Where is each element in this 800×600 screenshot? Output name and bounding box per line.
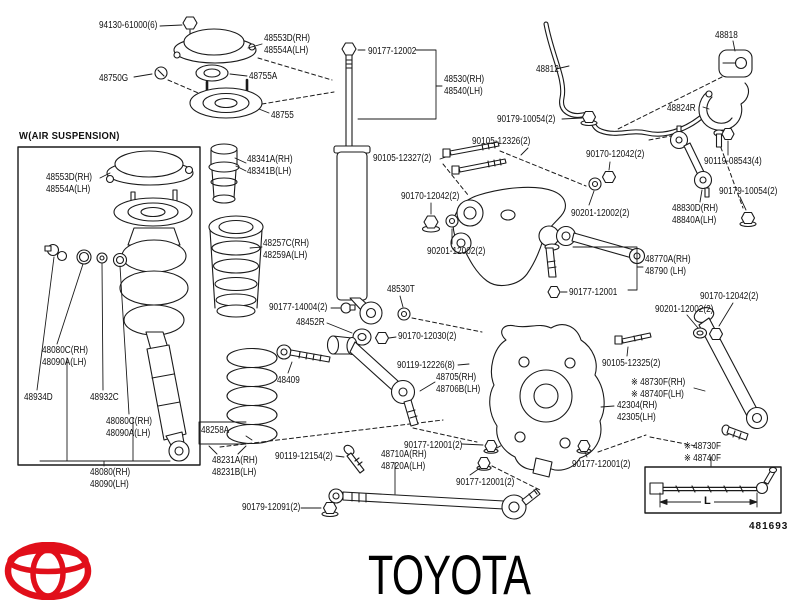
rear-arm-washer-nut-art	[692, 327, 724, 341]
part-label-48770a: 48770A(RH) 48790 (LH)	[645, 254, 691, 277]
arm-washers-nuts-art	[421, 170, 617, 299]
part-label-48818: 48818	[715, 30, 738, 41]
part-label-48080: 48080(RH) 48090(LH)	[90, 467, 131, 490]
part-label-48932c: 48932C	[90, 392, 119, 403]
part-label-48452r: 48452R	[296, 317, 325, 328]
part-label-90177-12001-2b: 90177-12001(2)	[456, 477, 515, 488]
part-label-90201-12002-a: 90201-12002(2)	[571, 208, 630, 219]
arm-bolts-art	[442, 141, 507, 175]
part-label-48530t: 48530T	[387, 284, 415, 295]
part-label-90201-12002-c: 90201-12002(2)	[655, 304, 714, 315]
part-label-48553d-top: 48553D(RH) 48554A(LH)	[264, 33, 311, 56]
air-suspension-box-title: W(AIR SUSPENSION)	[19, 130, 120, 142]
part-label-90105-12326: 90105-12326(2)	[472, 136, 531, 147]
part-label-90170-12042-a: 90170-12042(2)	[586, 149, 645, 160]
part-label-90177-12002: 90177-12002	[368, 46, 417, 57]
detail-box-outline	[644, 466, 782, 514]
part-label-48830d: 48830D(RH) 48840A(LH)	[672, 203, 719, 226]
part-label-90170-12030: 90170-12030(2)	[398, 331, 457, 342]
part-label-90177-12001-2c: 90177-12001(2)	[572, 459, 631, 470]
part-label-48812: 48812	[536, 64, 559, 75]
drawing-number: 481693	[749, 521, 789, 532]
part-label-90179-10054-a: 90179-10054(2)	[497, 114, 556, 125]
stabilizer-bracket-art	[698, 82, 750, 148]
part-label-90119-08543: 90119-08543(4)	[704, 156, 762, 167]
lower-control-arm-art	[450, 186, 566, 287]
part-label-90105-12327: 90105-12327(2)	[373, 153, 432, 164]
bolt-90105-12325-art	[614, 332, 652, 345]
part-label-90179-12091: 90179-12091(2)	[242, 502, 301, 513]
part-label-48530-48540: 48530(RH) 48540(LH)	[444, 74, 485, 97]
part-label-48730f-rhlh: ※ 48730F(RH) ※ 48740F(LH)	[631, 377, 686, 400]
dust-cover-art	[208, 143, 240, 204]
detail-rod-art	[649, 466, 778, 495]
part-label-90170-12042-c: 90170-12042(2)	[700, 291, 759, 302]
upper-arm-art	[326, 335, 419, 427]
part-label-90201-12002-b: 90201-12002(2)	[427, 246, 486, 257]
mount-nut-art	[182, 16, 198, 35]
part-label-90177-12001-2a: 90177-12001(2)	[404, 440, 463, 451]
knuckle-art	[489, 324, 605, 478]
part-label-48755: 48755	[271, 110, 294, 121]
bolt-48750g-art	[154, 66, 168, 80]
air-strut-cap-art	[105, 150, 194, 186]
part-label-48750g: 48750G	[99, 73, 129, 84]
part-label-94130-61000: 94130-61000(6)	[99, 20, 158, 31]
part-label-48257c: 48257C(RH) 48259A(LH)	[263, 238, 310, 261]
footer-part-number: TOYOTA 4845232040	[368, 543, 529, 600]
leader-lines	[36, 24, 747, 509]
part-label-90105-12325: 90105-12325(2)	[602, 358, 661, 369]
part-label-48341a: 48341A(RH) 48341B(LH)	[247, 154, 293, 177]
part-label-48553d-box: 48553D(RH) 48554A(LH)	[46, 172, 93, 195]
air-shock-art	[146, 344, 190, 462]
coil-spring-art	[226, 347, 278, 445]
part-label-48710a: 48710A(RH) 48720A(LH)	[381, 449, 427, 472]
support-dust-cover-art	[173, 28, 257, 64]
air-spring-bellows-art	[119, 227, 189, 351]
part-label-48258a: 48258A	[201, 425, 230, 436]
part-label-42304: 42304(RH) 42305(LH)	[617, 400, 658, 423]
part-label-48705: 48705(RH) 48706B(LH)	[436, 372, 481, 395]
small-center-parts-art	[340, 302, 411, 346]
part-label-90179-10054-b: 90179-10054(2)	[719, 186, 778, 197]
cam-bolt-art	[276, 344, 331, 363]
air-strut-small-parts-art	[44, 243, 128, 268]
support-retainer-art	[195, 64, 229, 82]
part-label-90177-12001: 90177-12001	[569, 287, 618, 298]
shock-absorber-art	[333, 42, 383, 325]
part-label-48824r: 48824R	[667, 103, 696, 114]
dimension-label: L	[701, 496, 714, 507]
nuts-90177-12001-art	[476, 439, 592, 471]
spring-insulator-art	[208, 215, 264, 318]
nut-90179-12091-art	[321, 501, 339, 518]
rear-arm-art	[693, 307, 769, 441]
part-label-48730f: ※ 48730F ※ 48740F	[684, 441, 721, 464]
part-label-48080c-1: 48080C(RH) 48090A(LH)	[42, 345, 89, 368]
stabilizer-bar-art	[543, 21, 709, 137]
part-label-90119-12154: 90119-12154(2)	[275, 451, 333, 462]
part-label-48409: 48409	[277, 375, 300, 386]
part-label-90119-12226: 90119-12226(8)	[397, 360, 455, 371]
part-label-48934d: 48934D	[24, 392, 53, 403]
stabilizer-bushing-art	[718, 49, 753, 78]
part-label-48080c-2: 48080C(RH) 48090A(LH)	[106, 416, 153, 439]
bolt-90119-12154-art	[343, 444, 365, 474]
strut-support-art	[189, 78, 263, 119]
part-label-90177-14004: 90177-14004(2)	[269, 302, 328, 313]
assembly-dashed-lines	[167, 57, 744, 491]
radius-rod-art	[328, 488, 541, 520]
toyota-logo	[4, 542, 92, 600]
part-label-48231a: 48231A(RH) 48231B(LH)	[212, 455, 258, 478]
air-suspension-box-outline	[17, 146, 201, 466]
air-strut-support-art	[113, 189, 193, 227]
part-label-90170-12042-b: 90170-12042(2)	[401, 191, 460, 202]
toe-link-art	[555, 225, 646, 265]
stabilizer-link-art	[669, 125, 713, 198]
part-label-48755a: 48755A	[249, 71, 278, 82]
small-nuts-right-art	[580, 110, 757, 228]
